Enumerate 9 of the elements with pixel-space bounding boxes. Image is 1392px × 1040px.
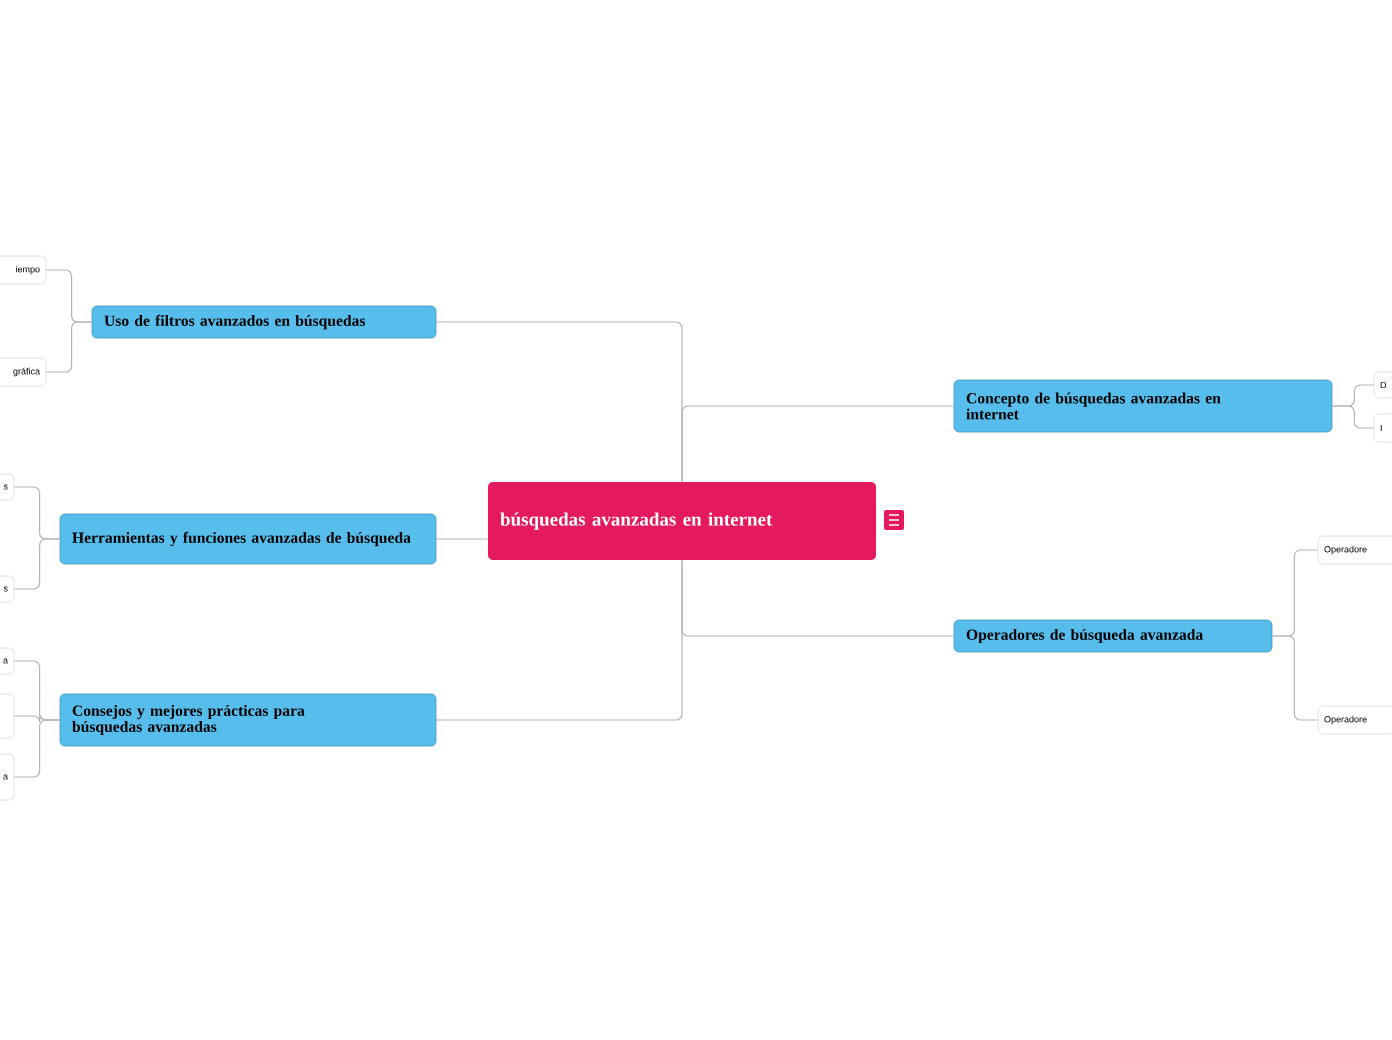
connector-line [435, 538, 489, 540]
connector-line [681, 405, 955, 483]
connector-line [681, 559, 955, 637]
empty-box [0, 693, 15, 739]
connector-line [13, 719, 61, 778]
topic-box: búsquedas avanzadas en internet [488, 482, 876, 560]
connector-line [45, 321, 93, 373]
connector-line [13, 538, 61, 590]
connector-line [1331, 405, 1375, 429]
